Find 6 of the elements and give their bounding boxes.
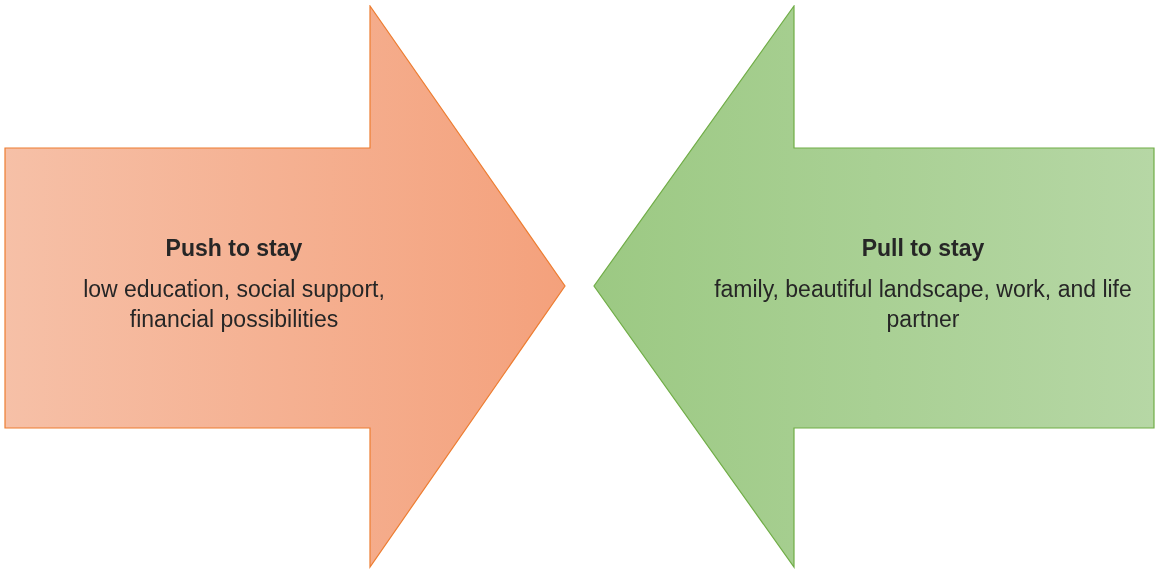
left-arrow-shape: [593, 5, 1156, 569]
heading-text: Pull to stay: [860, 235, 986, 262]
heading-text: Push to stay: [164, 235, 304, 262]
body-text: family, beautiful landscape, work, and life partner: [713, 275, 1133, 334]
body-text: low education, social support, financial possibilities: [82, 275, 386, 334]
right-arrow-shape: [4, 5, 567, 569]
